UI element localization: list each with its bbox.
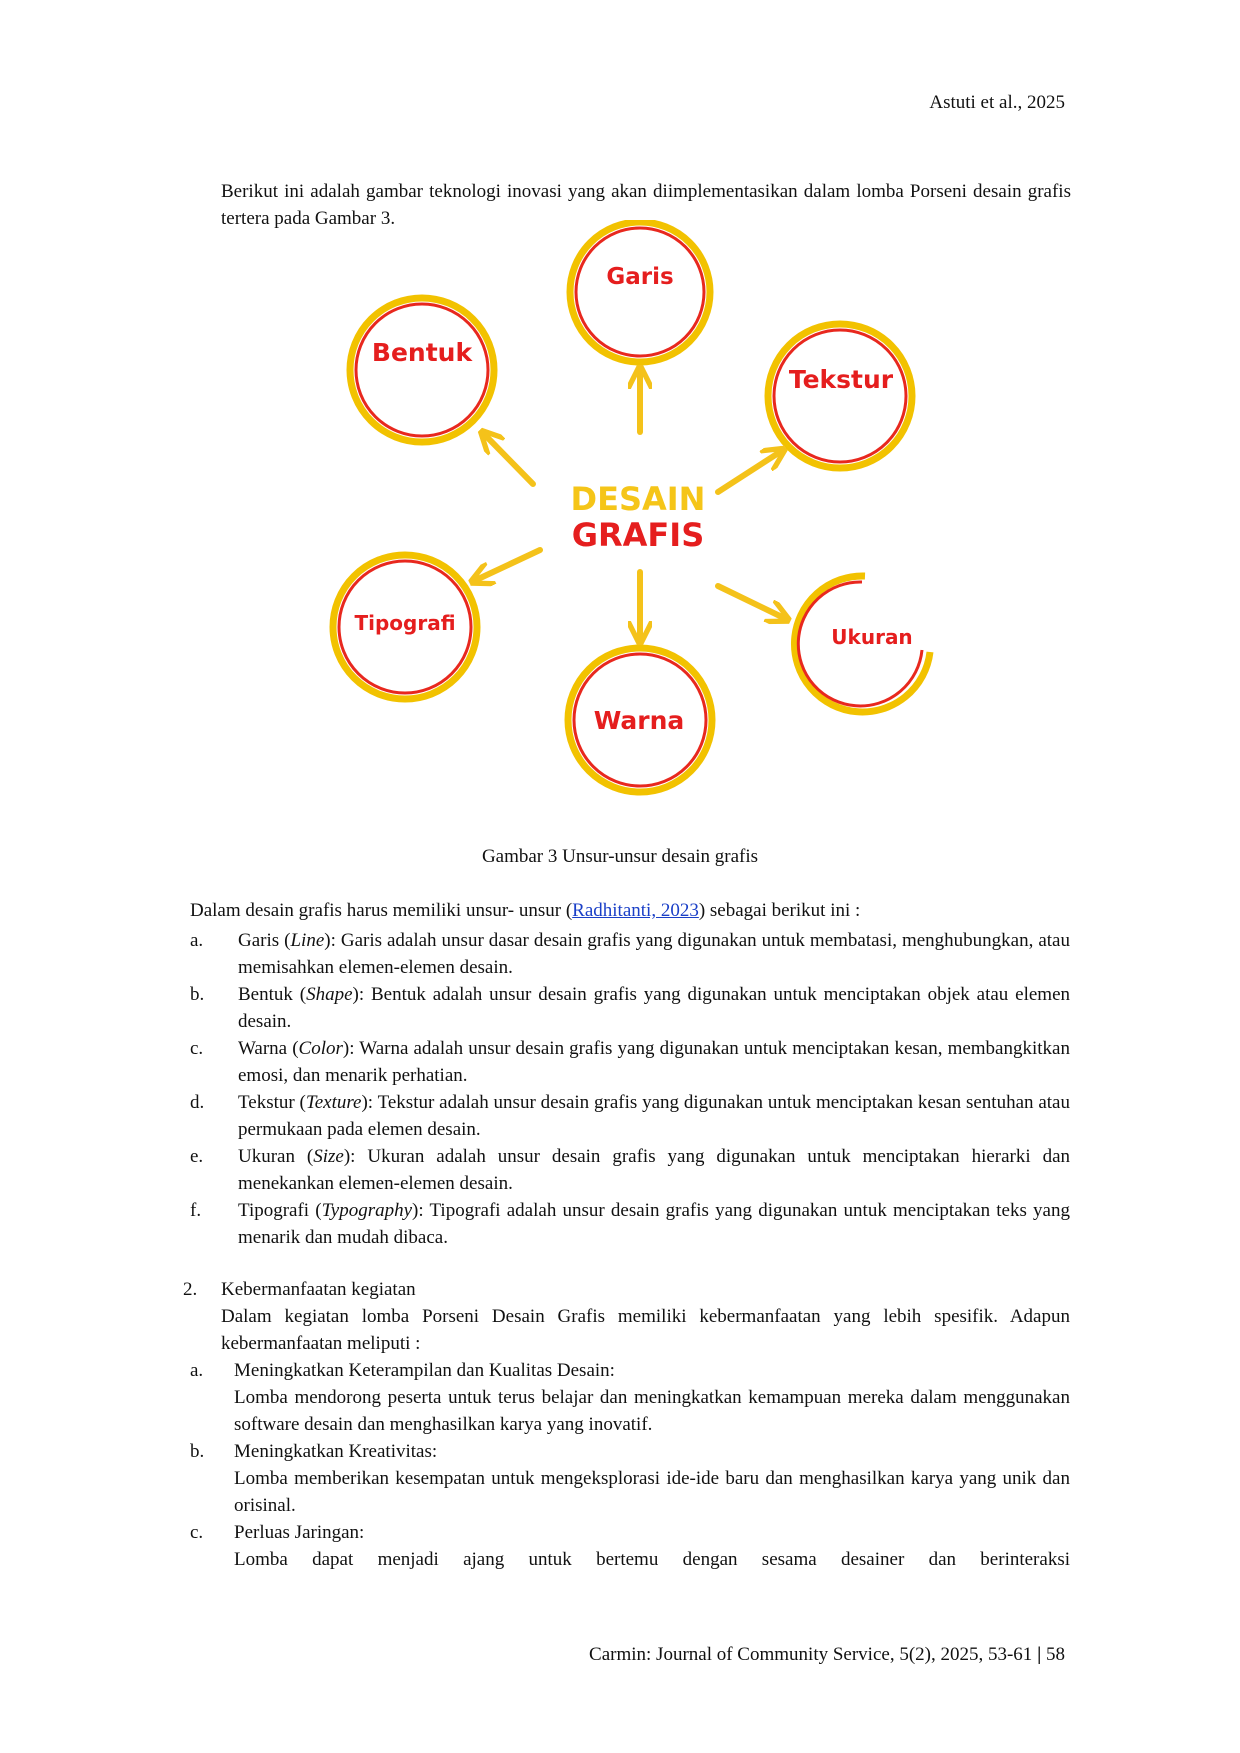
center-label-bottom: GRAFIS [572,516,704,554]
term-english: Texture [305,1092,362,1113]
arrow-to-tekstur [715,452,780,495]
term: Garis ( [238,930,291,951]
list-marker: a. [190,930,204,951]
intro-paragraph: Berikut ini adalah gambar teknologi inov… [221,181,1071,229]
list-marker: d. [190,1092,205,1113]
circle-garis [566,220,714,366]
benefit-description: Lomba dapat menjadi ajang untuk bertemu … [234,1549,1070,1570]
node-label-bentuk: Bentuk [372,338,474,367]
list-item: c. Warna (Color): Warna adalah unsur desa… [190,1035,1070,1089]
term: Ukuran ( [238,1146,314,1167]
running-header: Astuti et al., 2025 [929,92,1065,113]
term: Warna ( [238,1038,299,1059]
term-description: ): Bentuk adalah unsur desain grafis yan… [238,984,1070,1032]
term-description: ): Ukuran adalah unsur desain grafis yan… [238,1146,1071,1194]
list-item: a. Meningkatkan Keterampilan dan Kualita… [190,1357,1070,1438]
circle-ukuran [790,572,934,716]
list-item: f. Tipografi (Typography): Tipografi adal… [190,1197,1070,1251]
benefit-title: Meningkatkan Kreativitas: [234,1441,438,1462]
elements-intro-before: Dalam desain grafis harus memiliki unsur… [190,900,573,921]
list-item: b. Meningkatkan Kreativitas: Lomba membe… [190,1438,1070,1519]
term: Tipografi ( [238,1200,322,1221]
benefit-description: Lomba memberikan kesempatan untuk mengek… [234,1468,1070,1516]
node-label-ukuran: Ukuran [831,625,912,649]
term-description: ): Tipografi adalah unsur desain grafis … [238,1200,1070,1248]
term-description: ): Warna adalah unsur desain grafis yang… [238,1038,1070,1086]
elements-list: a. Garis (Line): Garis adalah unsur dasar… [190,927,1070,1251]
figure-caption: Gambar 3 Unsur-unsur desain grafis [481,846,759,867]
circle-tekstur [764,320,916,472]
center-label-top: DESAIN [571,480,706,518]
list-marker: f. [190,1200,202,1221]
design-elements-diagram: Garis Bentuk Tekstur Tipografi Warna Uku… [329,220,934,796]
term-description: ): Tekstur adalah unsur desain grafis ya… [238,1092,1070,1140]
benefit-title: Meningkatkan Keterampilan dan Kualitas D… [234,1360,615,1381]
arrow-to-ukuran [715,583,784,618]
list-item: e. Ukuran (Size): Ukuran adalah unsur des… [190,1143,1070,1197]
node-label-garis: Garis [606,264,673,290]
term-english: Shape [306,984,353,1005]
section-intro: Dalam kegiatan lomba Porseni Desain Graf… [221,1306,1070,1354]
section-heading: 2. Kebermanfaatan kegiatan [183,1276,1070,1303]
page-number: 58 [1046,1644,1065,1665]
benefits-list: a. Meningkatkan Keterampilan dan Kualita… [190,1357,1070,1573]
circle-warna [564,644,716,796]
node-label-tipografi: Tipografi [354,611,455,635]
term-english: Line [290,930,325,951]
elements-intro-after: ) sebagai berikut ini : [698,900,861,921]
list-marker: c. [190,1522,204,1543]
term-english: Size [313,1146,344,1167]
term-description: ): Garis adalah unsur dasar desain grafi… [238,930,1070,978]
list-item: d. Tekstur (Texture): Tekstur adalah unsu… [190,1089,1070,1143]
journal-citation: Carmin: Journal of Community Service, 5(… [589,1644,1033,1665]
term-english: Color [298,1038,343,1059]
term: Tekstur ( [238,1092,306,1113]
list-item: a. Garis (Line): Garis adalah unsur dasar… [190,927,1070,981]
circle-tipografi [329,551,481,703]
list-item: c. Perluas Jaringan: Lomba dapat menjadi… [190,1519,1070,1573]
circle-bentuk [346,294,498,446]
node-label-warna: Warna [594,706,685,735]
benefit-title: Perluas Jaringan: [234,1522,365,1543]
list-marker: a. [190,1360,204,1381]
section-title: Kebermanfaatan kegiatan [221,1279,416,1300]
list-marker: c. [190,1038,204,1059]
term-english: Typography [321,1200,413,1221]
list-marker: b. [190,984,205,1005]
page-footer: Carmin: Journal of Community Service, 5(… [589,1644,1065,1666]
term: Bentuk ( [238,984,307,1005]
arrow-to-bentuk [485,435,536,487]
list-item: b. Bentuk (Shape): Bentuk adalah unsur de… [190,981,1070,1035]
section-2: 2. Kebermanfaatan kegiatan Dalam kegiatan… [183,1276,1070,1357]
node-label-tekstur: Tekstur [789,365,894,394]
list-marker: b. [190,1441,205,1462]
footer-separator: | [1037,1644,1042,1665]
benefit-description: Lomba mendorong peserta untuk terus bela… [234,1387,1070,1435]
arrow-to-tipografi [476,547,543,580]
section-number: 2. [183,1279,198,1300]
citation-link[interactable]: Radhitanti, 2023 [572,900,699,921]
elements-intro: Dalam desain grafis harus memiliki unsur… [190,900,860,922]
list-marker: e. [190,1146,204,1167]
